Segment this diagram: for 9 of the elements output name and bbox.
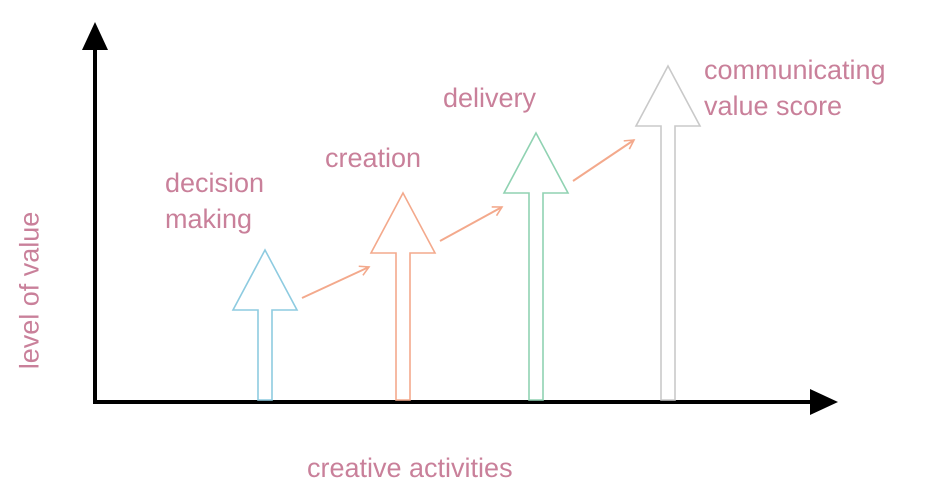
step-label: communicating value score [704,54,887,123]
step-label: creation [325,142,422,175]
step-label: decision making [165,167,266,236]
axis-title: level of value [14,211,46,369]
arrow [302,265,370,299]
step-label: delivery [443,82,538,115]
arrow [572,139,635,182]
axis-title: creative activities [307,452,513,484]
arrow [440,206,503,242]
